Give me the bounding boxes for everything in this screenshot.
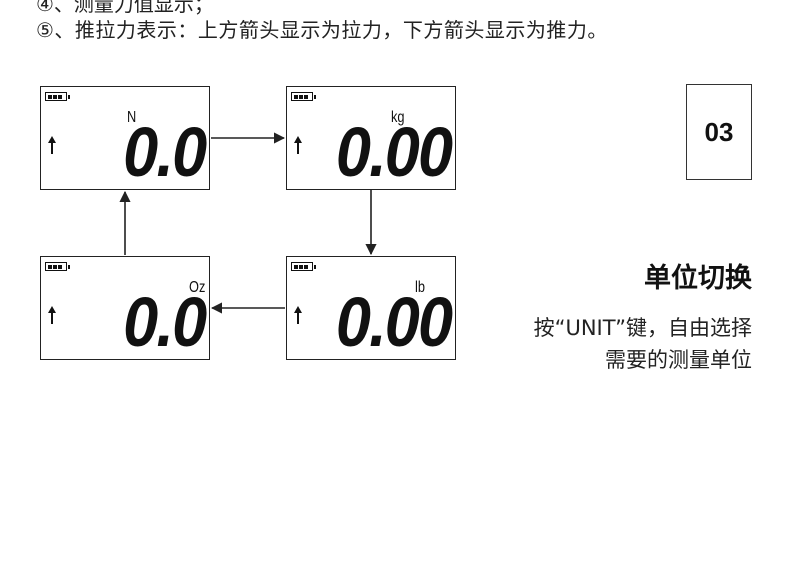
- pull-arrow-icon: [48, 306, 56, 324]
- push-pull-note: ⑤、推拉力表示：上方箭头显示为拉力，下方箭头显示为推力。: [36, 18, 608, 42]
- cut-off-text-line: ④、测量力值显示；: [36, 0, 214, 16]
- battery-icon: [291, 92, 316, 101]
- battery-icon: [291, 262, 316, 271]
- unit-label: Oz: [189, 279, 206, 296]
- pull-arrow-icon: [294, 306, 302, 324]
- battery-icon: [45, 262, 70, 271]
- pull-arrow-icon: [294, 136, 302, 154]
- reading-value: 0.0: [122, 113, 207, 191]
- lcd-display-newton: N 0.0: [40, 86, 210, 190]
- step-number-badge: 03: [686, 84, 752, 180]
- battery-icon: [45, 92, 70, 101]
- feature-description: 按“UNIT”键，自由选择 需要的测量单位: [534, 312, 752, 376]
- feature-title: 单位切换: [644, 263, 752, 294]
- lcd-display-pound: lb 0.00: [286, 256, 456, 360]
- unit-label: kg: [391, 109, 405, 126]
- feature-desc-line: 需要的测量单位: [605, 348, 752, 372]
- reading-value: 0.00: [335, 113, 453, 191]
- lcd-display-ounce: Oz 0.0: [40, 256, 210, 360]
- reading-value: 0.0: [122, 283, 207, 361]
- pull-arrow-icon: [48, 136, 56, 154]
- feature-desc-line: 按“UNIT”键，自由选择: [533, 316, 752, 340]
- unit-label: N: [127, 109, 137, 126]
- lcd-display-kilogram: kg 0.00: [286, 86, 456, 190]
- reading-value: 0.00: [335, 283, 453, 361]
- unit-label: lb: [415, 279, 425, 296]
